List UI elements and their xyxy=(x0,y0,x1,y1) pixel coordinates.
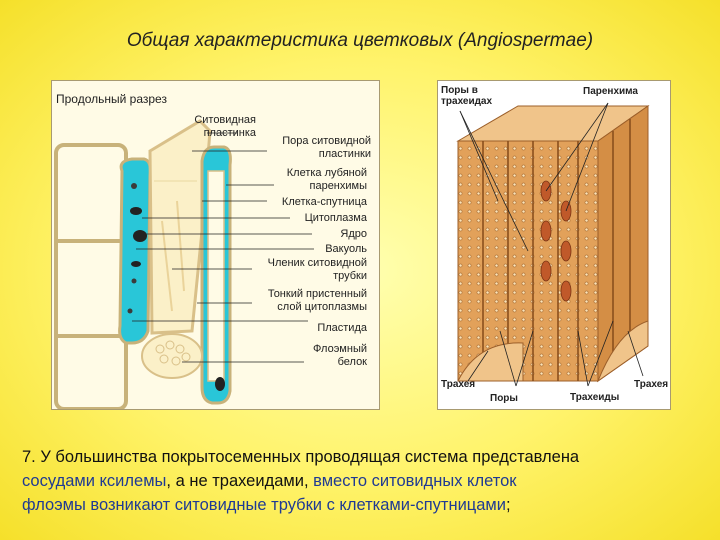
label-trachea-right: Трахея xyxy=(634,379,669,390)
xylem-block-figure: Поры в трахеидах Паренхима Трахея Поры Т… xyxy=(437,80,671,410)
label-phloem-parenchyma-cell: Клетка лубяной паренхимы xyxy=(286,167,367,192)
label-tracheids: Трахеиды xyxy=(570,392,620,403)
label-companion-cell: Клетка-спутница xyxy=(281,196,367,208)
caption-line-2: сосудами ксилемы, а не трахеидами, вмест… xyxy=(22,469,712,493)
caption-line-3: флоэмы возникают ситовидные трубки с кле… xyxy=(22,493,712,517)
label-vacuole: Вакуоль xyxy=(325,243,367,255)
label-plastid: Пластида xyxy=(317,322,367,334)
caption-instead-sieve-cells: вместо ситовидных клеток xyxy=(313,472,517,490)
label-nucleus: Ядро xyxy=(340,228,367,240)
label-phloem-protein: Флоэмный белок xyxy=(313,343,367,368)
caption-sieve-tubes: флоэмы возникают ситовидные трубки с кле… xyxy=(22,496,506,514)
label-pores: Поры xyxy=(490,393,518,404)
label-sieve-plate: Ситовидная пластинка xyxy=(194,114,256,139)
label-cytoplasm: Цитоплазма xyxy=(304,212,367,224)
slide-title: Общая характеристика цветковых (Angiospe… xyxy=(126,30,594,51)
label-trachea-left: Трахея xyxy=(441,379,476,390)
label-parietal-cytoplasm: Тонкий пристенный слой цитоплазмы xyxy=(267,288,367,313)
caption-line-1: 7. У большинства покрытосеменных проводя… xyxy=(22,448,580,466)
label-sieve-plate-pore: Пора ситовидной пластинки xyxy=(282,135,371,160)
section-heading: Продольный разрез xyxy=(56,92,167,106)
caption-xylem-vessels: сосудами ксилемы xyxy=(22,472,167,490)
label-sieve-tube-member: Членик ситовидной трубки xyxy=(267,257,367,282)
caption-not-tracheids: , а не трахеидами, xyxy=(166,472,314,490)
phloem-section-figure: Продольный разрез Ситовидная пластинка П… xyxy=(51,80,380,410)
label-tracheid-pores: Поры в трахеидах xyxy=(441,85,493,107)
caption-semicolon: ; xyxy=(505,496,511,514)
xylem-drawing xyxy=(456,102,650,387)
label-parenchyma: Паренхима xyxy=(583,86,638,97)
slide-caption: 7. У большинства покрытосеменных проводя… xyxy=(22,445,712,517)
phloem-drawing xyxy=(54,119,314,409)
